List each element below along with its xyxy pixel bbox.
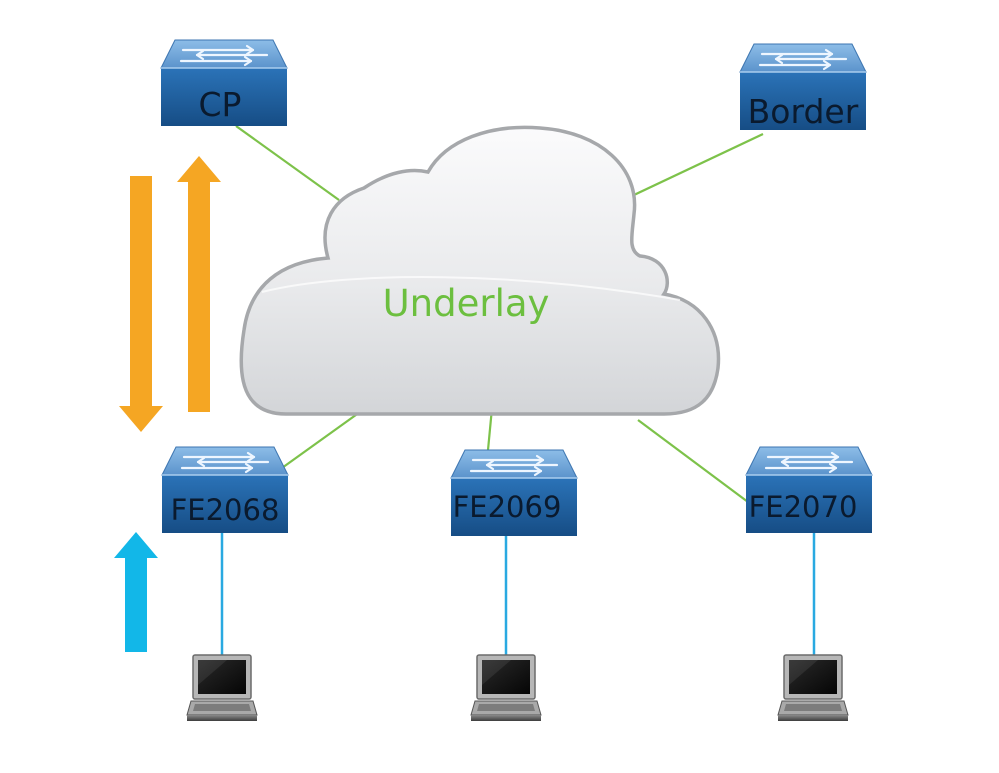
- switch-fe2069[interactable]: FE2069: [449, 448, 579, 538]
- cloud-icon: [239, 125, 721, 416]
- laptop-icon: [186, 654, 258, 722]
- laptop-icon: [470, 654, 542, 722]
- link-fe2070: [637, 419, 753, 506]
- switch-fe2070[interactable]: FE2070: [744, 445, 874, 535]
- laptop-fe2070[interactable]: [777, 654, 849, 722]
- switch-fe2068[interactable]: FE2068: [160, 445, 290, 535]
- arrow-down-orange: [119, 176, 163, 432]
- switch-cp[interactable]: CP: [159, 38, 289, 128]
- switch-label-cp: CP: [199, 85, 242, 124]
- switch-label-border: Border: [748, 92, 859, 131]
- arrow-up-orange: [177, 156, 221, 412]
- link-cp: [235, 125, 340, 201]
- access-links: [220, 532, 816, 660]
- laptop-icon: [777, 654, 849, 722]
- cloud-label: Underlay: [383, 282, 550, 325]
- switch-label-fe2070: FE2070: [749, 490, 858, 524]
- switch-border[interactable]: Border: [738, 42, 868, 132]
- laptop-fe2068[interactable]: [186, 654, 258, 722]
- laptop-fe2069[interactable]: [470, 654, 542, 722]
- underlay-links: [235, 125, 764, 506]
- underlay-cloud: Underlay: [239, 125, 721, 416]
- switch-label-fe2068: FE2068: [171, 493, 280, 527]
- switch-label-fe2069: FE2069: [453, 490, 562, 524]
- link-border: [633, 133, 764, 196]
- arrow-up-blue: [114, 532, 158, 652]
